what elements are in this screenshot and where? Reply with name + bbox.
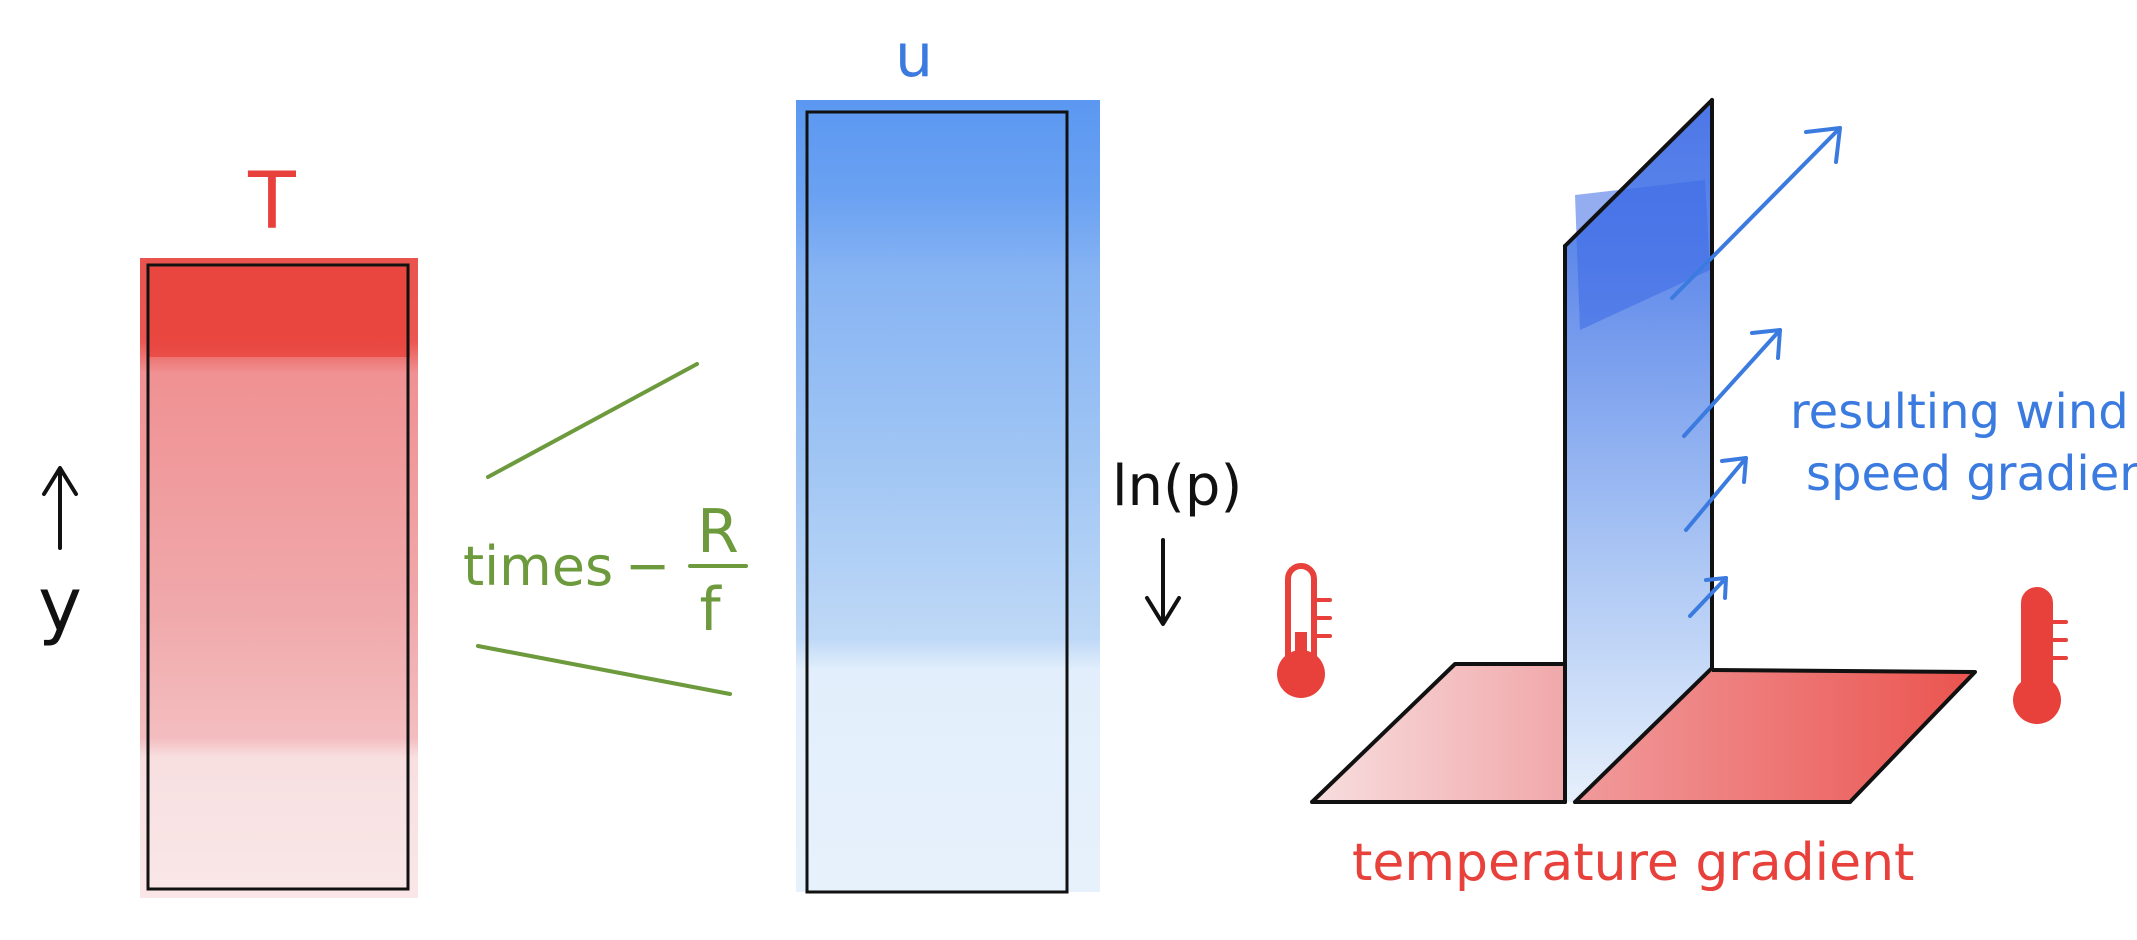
temperature-column-fill: [140, 258, 418, 898]
temperature-label: T: [247, 157, 296, 247]
thermometer-hot-icon: [2013, 587, 2068, 724]
temperature-column: [140, 258, 418, 898]
connector-line-top: [486, 362, 699, 479]
wind-gradient-label-line2: speed gradient: [1806, 446, 2137, 502]
floor-left: [1310, 662, 1567, 804]
arrow-down-icon: [1145, 538, 1181, 626]
wind-arrow-icon: [1684, 456, 1748, 532]
wind-gradient-label-line1: resulting wind: [1790, 384, 2129, 440]
wind-column-fill: [796, 100, 1100, 892]
temperature-gradient-label: temperature gradient: [1352, 833, 1914, 893]
floor-right: [1573, 668, 1977, 804]
y-axis-label: y: [38, 562, 82, 648]
temperature-warm-band: [148, 267, 410, 357]
vertical-wall: [1563, 98, 1714, 804]
fraction-denominator: f: [699, 575, 722, 645]
connector-lines: [476, 362, 732, 696]
times-label: times: [463, 535, 613, 598]
wind-arrow-icon: [1682, 328, 1782, 438]
wind-arrow-icon: [1688, 576, 1728, 618]
thermometer-cold-icon: [1277, 563, 1332, 698]
wind-arrow-icon: [1670, 126, 1842, 300]
fraction-numerator: R: [697, 497, 739, 567]
arrow-up-icon: [42, 466, 78, 550]
temperature-column-frame: [146, 263, 410, 891]
wind-column: [796, 100, 1100, 894]
minus-sign: −: [625, 534, 670, 597]
wind-label: u: [895, 21, 933, 91]
connector-line-bottom: [476, 644, 732, 696]
wind-column-frame: [805, 110, 1069, 894]
log-pressure-label: ln(p): [1112, 454, 1242, 519]
